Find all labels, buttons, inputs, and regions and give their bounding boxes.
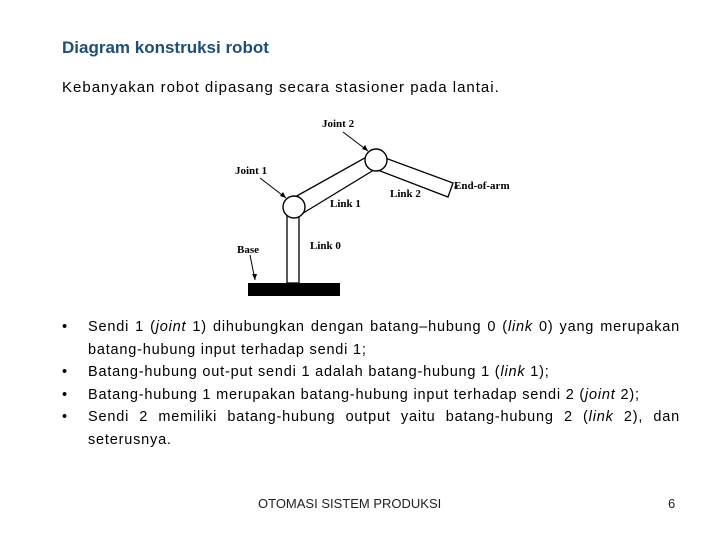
bullet-list: • Sendi 1 (joint 1) dihubungkan dengan b… <box>62 316 680 451</box>
bullet-italic: joint <box>155 319 187 335</box>
label-joint1: Joint 1 <box>235 165 267 177</box>
joint1-arrowhead <box>280 192 286 198</box>
label-link0: Link 0 <box>310 240 341 252</box>
bullet-text: 1); <box>525 364 550 380</box>
bullet-text: Batang-hubung 1 merupakan batang-hubung … <box>88 386 586 403</box>
bullet-item: • Sendi 1 (joint 1) dihubungkan dengan b… <box>62 316 680 361</box>
label-base: Base <box>237 244 259 256</box>
bullet-text: 1) dihubungkan dengan batang–hubung 0 ( <box>186 319 508 335</box>
joint2-circle <box>364 148 388 172</box>
joint1-circle <box>282 195 306 219</box>
label-joint2: Joint 2 <box>322 118 355 130</box>
bullet-italic: joint <box>585 386 616 403</box>
bullet-text: 2), dan seterusnya. <box>88 409 681 448</box>
label-end-of-arm: End-of-arm <box>454 180 510 192</box>
slide-subtitle: Kebanyakan robot dipasang secara stasion… <box>62 79 500 96</box>
bullet-dot: • <box>62 409 68 425</box>
bullet-item: • Sendi 2 memiliki batang-hubung output … <box>62 406 680 451</box>
joint2-arrowhead <box>362 145 368 151</box>
slide-title: Diagram konstruksi robot <box>62 38 269 57</box>
page-number: 6 <box>668 496 676 511</box>
bullet-italic: link <box>588 409 614 425</box>
bullet-item: • Batang-hubung out-put sendi 1 adalah b… <box>62 361 680 384</box>
bullet-text: Sendi 2 memiliki batang-hubung output ya… <box>88 409 589 425</box>
bullet-text: 2); <box>615 386 640 403</box>
bullet-dot: • <box>62 319 68 335</box>
bullet-italic: link <box>500 364 526 380</box>
bullet-italic: link <box>507 319 533 335</box>
bullet-dot: • <box>62 364 68 380</box>
label-link1: Link 1 <box>330 198 361 210</box>
bullet-text: 0) yang merupakan batang-hubung input te… <box>88 319 680 358</box>
bullet-text: Batang-hubung out-put sendi 1 adalah bat… <box>88 364 501 380</box>
footer-text: OTOMASI SISTEM PRODUKSI <box>258 496 442 511</box>
bullet-text: Sendi 1 ( <box>88 319 156 335</box>
base-arrowhead <box>252 274 257 280</box>
link0-post <box>286 207 300 284</box>
bullet-item: • Batang-hubung 1 merupakan batang-hubun… <box>62 384 680 407</box>
base-plate <box>248 283 340 296</box>
bullet-dot: • <box>62 386 68 403</box>
robot-construction-diagram: Joint 2 Joint 1 Link 2 End-of-arm Link 1… <box>235 118 510 296</box>
label-link2: Link 2 <box>390 188 421 200</box>
